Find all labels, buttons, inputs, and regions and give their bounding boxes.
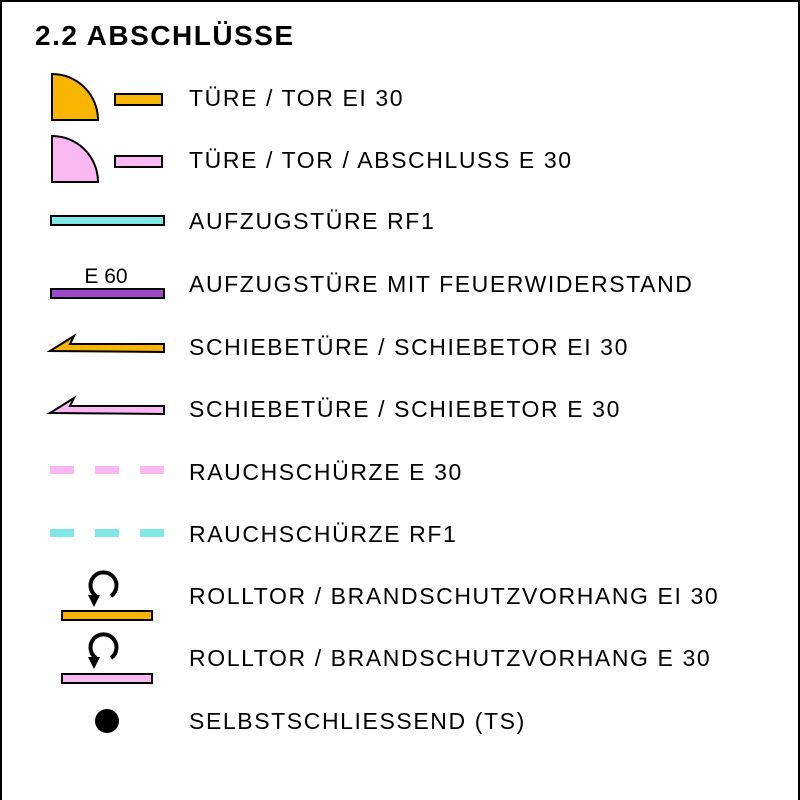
legend-label: TÜRE / TOR EI 30 bbox=[189, 85, 405, 111]
legend-label: ROLLTOR / BRANDSCHUTZVORHANG E 30 bbox=[189, 645, 712, 671]
legend-row-smoke-rf1: RAUCHSCHÜRZE RF1 bbox=[2, 504, 798, 564]
legend-row-roller-e30: ROLLTOR / BRANDSCHUTZVORHANG E 30 bbox=[2, 628, 798, 688]
legend-row-sliding-e30: SCHIEBETÜRE / SCHIEBETOR E 30 bbox=[2, 379, 798, 439]
dashed-line-pink-icon bbox=[42, 442, 172, 502]
roller-door-pink-icon bbox=[42, 628, 172, 688]
legend-title: 2.2 ABSCHLÜSSE bbox=[35, 20, 295, 51]
legend-label: TÜRE / TOR / ABSCHLUSS E 30 bbox=[189, 147, 573, 173]
legend-label: ROLLTOR / BRANDSCHUTZVORHANG EI 30 bbox=[189, 583, 720, 609]
legend-row-smoke-e30: RAUCHSCHÜRZE E 30 bbox=[2, 442, 798, 502]
legend-label: RAUCHSCHÜRZE E 30 bbox=[189, 459, 463, 485]
legend-row-elevator-rf1: AUFZUGSTÜRE RF1 bbox=[2, 191, 798, 251]
line-cyan-icon bbox=[42, 191, 172, 251]
legend-row-door-e30: TÜRE / TOR / ABSCHLUSS E 30 bbox=[2, 130, 798, 190]
dashed-line-cyan-icon bbox=[42, 504, 172, 564]
door-quarter-orange-icon bbox=[42, 68, 172, 128]
legend-row-self-closing: SELBSTSCHLIESSEND (TS) bbox=[2, 691, 798, 751]
legend-row-roller-ei30: ROLLTOR / BRANDSCHUTZVORHANG EI 30 bbox=[2, 566, 798, 626]
black-dot-icon bbox=[42, 691, 172, 751]
sliding-door-pink-icon bbox=[42, 379, 172, 439]
legend-row-sliding-ei30: SCHIEBETÜRE / SCHIEBETOR EI 30 bbox=[2, 317, 798, 377]
e60-symbol-text: E 60 bbox=[84, 265, 127, 288]
legend-row-door-ei30: TÜRE / TOR EI 30 bbox=[2, 68, 798, 128]
legend-label: RAUCHSCHÜRZE RF1 bbox=[189, 521, 458, 547]
line-purple-e60-icon: E 60 bbox=[42, 254, 172, 314]
legend-label: SCHIEBETÜRE / SCHIEBETOR EI 30 bbox=[189, 334, 629, 360]
legend-label: SCHIEBETÜRE / SCHIEBETOR E 30 bbox=[189, 396, 621, 422]
legend-label: SELBSTSCHLIESSEND (TS) bbox=[189, 708, 526, 734]
legend-row-elevator-fire: E 60 AUFZUGSTÜRE MIT FEUERWIDERSTAND bbox=[2, 254, 798, 314]
legend-label: AUFZUGSTÜRE MIT FEUERWIDERSTAND bbox=[189, 271, 694, 297]
door-quarter-pink-icon bbox=[42, 130, 172, 190]
sliding-door-orange-icon bbox=[42, 317, 172, 377]
roller-door-orange-icon bbox=[42, 566, 172, 626]
legend-label: AUFZUGSTÜRE RF1 bbox=[189, 208, 436, 234]
